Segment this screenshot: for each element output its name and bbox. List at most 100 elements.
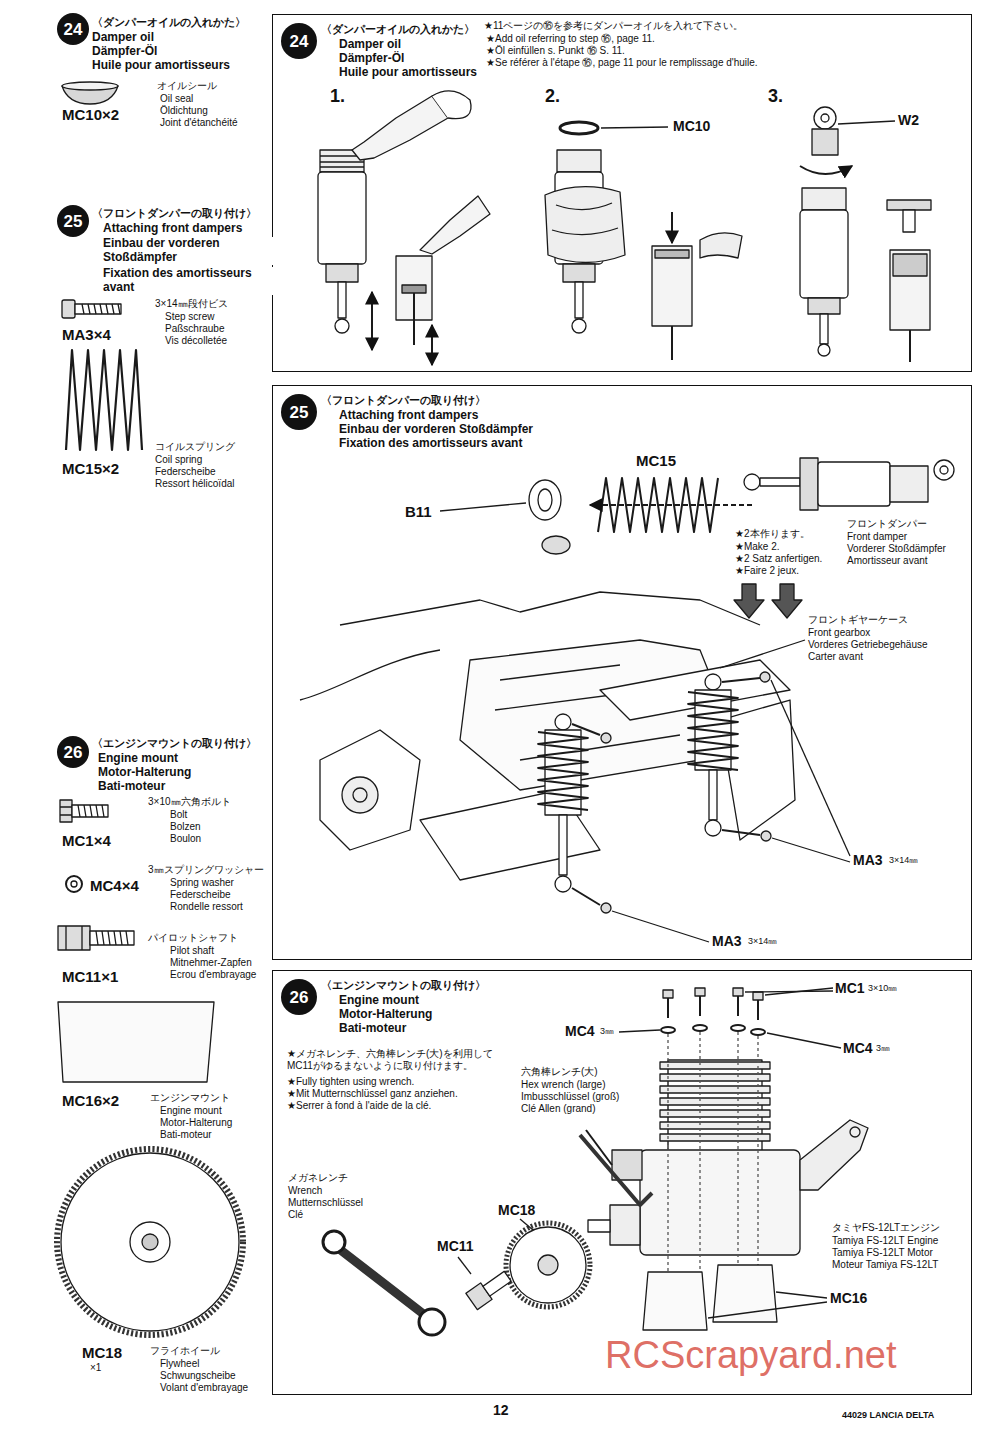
rod-end bbox=[744, 474, 760, 490]
step-heading: 〈エンジンマウントの取り付け〉 bbox=[321, 979, 486, 991]
flywheel bbox=[510, 1227, 586, 1303]
damper-collar bbox=[557, 150, 601, 172]
oil-seal bbox=[560, 122, 598, 134]
part-name: フロントダンパー bbox=[847, 518, 927, 530]
damper-cap bbox=[563, 264, 595, 282]
motion-arrow bbox=[371, 292, 373, 350]
damper-rod bbox=[413, 293, 415, 345]
note: ★メガネレンチ、六角棒レンチ(大)を利用してMC11がゆるまないように取り付けま… bbox=[287, 1048, 512, 1071]
part-name: Öldichtung bbox=[160, 105, 208, 117]
rod-end bbox=[335, 319, 349, 333]
part-code: MC1 bbox=[835, 980, 865, 996]
note: ★Faire 2 jeux. bbox=[735, 565, 799, 577]
damper-collar bbox=[800, 458, 818, 510]
push-arrow bbox=[671, 212, 673, 243]
step-heading: Einbau der vorderen Stoßdämpfer bbox=[339, 423, 533, 437]
exhaust-bracket bbox=[850, 1127, 860, 1137]
leader-line bbox=[520, 1219, 533, 1230]
part-code: B11 bbox=[405, 503, 432, 520]
damper-rod bbox=[559, 815, 567, 875]
damper-rod bbox=[671, 326, 673, 360]
note: ★2 Satz anfertigen. bbox=[735, 553, 822, 565]
dimension: 3㎜ bbox=[600, 1026, 614, 1036]
part-code: MC16×2 bbox=[62, 1092, 119, 1109]
leader-line bbox=[745, 991, 833, 992]
pilot-shaft bbox=[58, 926, 90, 950]
part-code: MC18 bbox=[498, 1202, 535, 1218]
step-heading: Huile pour amortisseurs bbox=[92, 59, 230, 73]
damper-cap bbox=[326, 264, 358, 282]
down-arrow bbox=[772, 584, 802, 618]
part-code: MC16 bbox=[830, 1290, 867, 1306]
sub-step-number: 1. bbox=[330, 86, 345, 107]
cable bbox=[300, 650, 440, 700]
damper-oil bbox=[893, 254, 927, 276]
part-name: Schwungscheibe bbox=[160, 1370, 236, 1382]
rod-end bbox=[821, 114, 829, 122]
damper-body bbox=[800, 210, 848, 298]
step-heading: Engine mount bbox=[339, 994, 419, 1008]
part-name: Amortisseur avant bbox=[847, 555, 928, 567]
hand bbox=[432, 91, 471, 119]
part-code: MC4 bbox=[843, 1040, 873, 1056]
wrench-open-end bbox=[323, 1231, 345, 1253]
note: ★Se référer à l'étape ⑯, page 11 pour le… bbox=[486, 57, 758, 69]
part-name: メガネレンチ bbox=[288, 1172, 348, 1184]
note: ★Serrer à fond à l'aide de la clé. bbox=[287, 1100, 431, 1112]
cap-section bbox=[887, 200, 931, 210]
damper-cap bbox=[812, 129, 838, 155]
spring-retainer bbox=[529, 480, 561, 520]
screw bbox=[572, 724, 600, 735]
flywheel-teeth bbox=[506, 1223, 590, 1307]
part-name: Motor-Halterung bbox=[160, 1117, 232, 1129]
step-heading: Damper oil bbox=[92, 31, 154, 45]
bolt-head bbox=[733, 988, 743, 996]
damper-cap bbox=[808, 298, 840, 314]
part-name: 3㎜スプリングワッシャー bbox=[148, 864, 264, 876]
assembly-arrow bbox=[590, 504, 752, 506]
leader-line bbox=[708, 1302, 827, 1318]
bolt bbox=[60, 807, 72, 815]
step-heading: Fixation des amortisseurs avant bbox=[339, 437, 522, 451]
step-number: 26 bbox=[290, 989, 309, 1006]
part-name: Tamiya FS-12LT Motor bbox=[832, 1247, 933, 1259]
drawing bbox=[57, 82, 954, 1335]
front-housing bbox=[610, 1205, 640, 1245]
part-name: Ecrou d'embrayage bbox=[170, 969, 256, 981]
step-circle: 26 bbox=[57, 736, 89, 768]
step-circle: 24 bbox=[57, 13, 89, 45]
part-name: Front damper bbox=[847, 531, 907, 543]
spring-washer bbox=[693, 1025, 707, 1031]
dimension: 3×10㎜ bbox=[868, 983, 897, 993]
part-name: エンジンマウント bbox=[150, 1092, 230, 1104]
dimension: 3×14㎜ bbox=[748, 936, 777, 946]
part-name: Mutternschlüssel bbox=[288, 1197, 363, 1209]
step-number: 25 bbox=[64, 213, 83, 230]
flywheel-hub bbox=[538, 1255, 558, 1275]
assembly-line bbox=[668, 1032, 758, 1272]
coil-spring bbox=[538, 732, 588, 810]
damper-rod bbox=[338, 282, 346, 318]
flywheel-hub bbox=[142, 1234, 158, 1250]
part-code: MA3×4 bbox=[62, 326, 111, 343]
spring-washer bbox=[731, 1025, 745, 1031]
leader-line bbox=[767, 1033, 841, 1048]
hub bbox=[353, 788, 367, 802]
page-number: 12 bbox=[493, 1402, 509, 1418]
part-name: オイルシール bbox=[157, 80, 217, 92]
part-name: フロントギヤーケース bbox=[808, 614, 908, 626]
spring-retainer bbox=[542, 536, 570, 554]
step-heading: Bati-moteur bbox=[98, 780, 165, 794]
step-screw bbox=[75, 304, 121, 314]
part-name: タミヤFS-12LTエンジン bbox=[832, 1222, 940, 1234]
part-name: Tamiya FS-12LT Engine bbox=[832, 1235, 938, 1247]
crankshaft bbox=[588, 1220, 610, 1232]
cooling-fin bbox=[660, 1122, 770, 1129]
cooling-fin bbox=[660, 1134, 770, 1141]
screw-thread bbox=[78, 805, 104, 817]
part-name: 3×14㎜段付ビス bbox=[155, 298, 228, 310]
damper-cap bbox=[890, 466, 928, 502]
part-name: Flywheel bbox=[160, 1358, 199, 1370]
leader-line bbox=[772, 838, 850, 862]
part-name: Oil seal bbox=[160, 93, 193, 105]
